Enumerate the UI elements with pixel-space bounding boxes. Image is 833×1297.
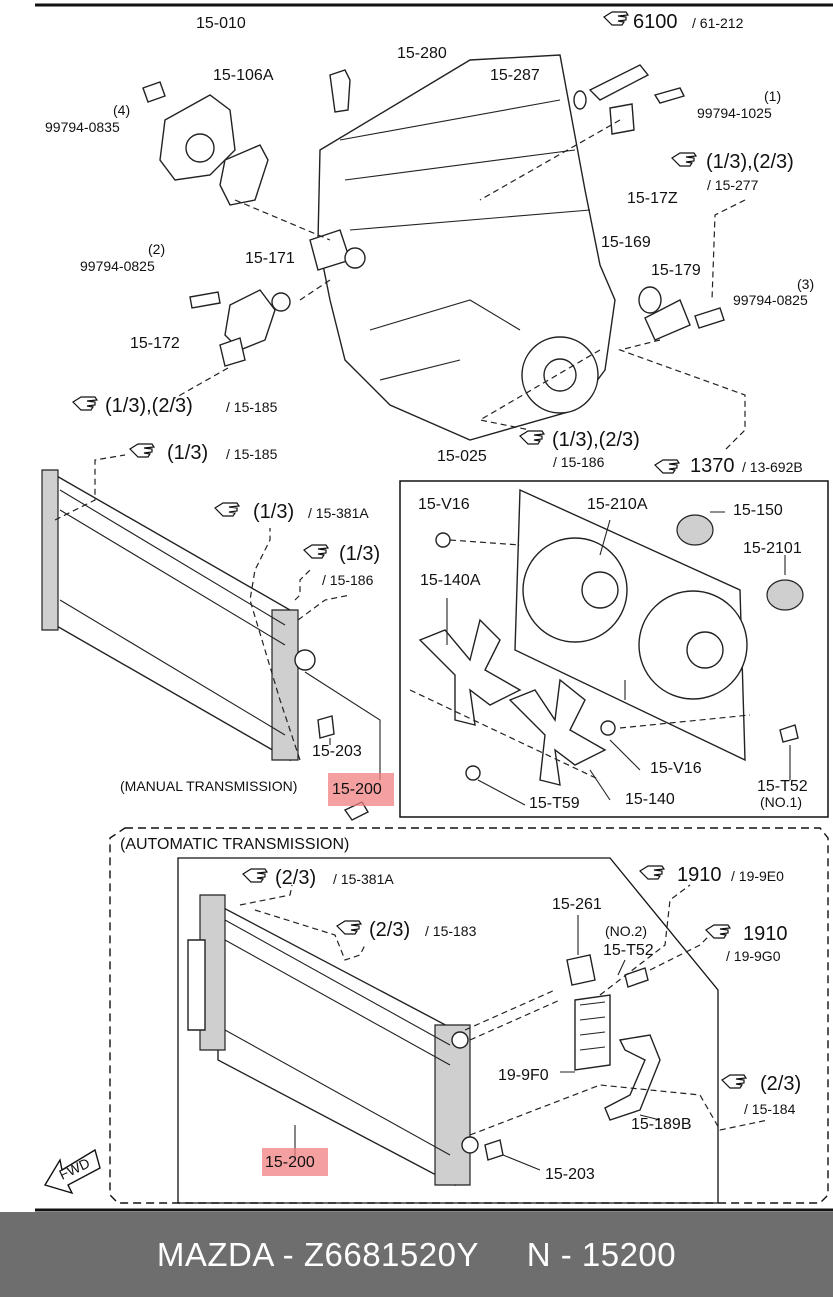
ref-1370: 1370 — [690, 455, 735, 477]
label-15-t52-m: 15-T52 — [757, 778, 808, 795]
label-15-179: 15-179 — [651, 262, 701, 279]
pump-gasket — [219, 144, 269, 206]
label-15-172: 15-172 — [130, 335, 180, 352]
label-15-v16-a: 15-V16 — [418, 496, 470, 513]
label-15-140: 15-140 — [625, 791, 675, 808]
label-15-140a: 15-140A — [420, 572, 481, 589]
ref-6100: 6100 — [633, 11, 678, 33]
fan-box — [399, 480, 829, 818]
label-no1: (NO.1) — [760, 794, 802, 810]
ref-15-381a-a-sub: / 15-381A — [333, 871, 394, 887]
label-15-171: 15-171 — [245, 250, 295, 267]
ref-15-184-sub: / 15-184 — [744, 1101, 796, 1117]
radiator-manual — [41, 469, 316, 762]
thermostat — [638, 286, 725, 341]
bolt-1-code: 99794-1025 — [697, 105, 772, 121]
water-pump — [142, 81, 236, 181]
ref-1370-sub: / 13-692B — [742, 459, 803, 475]
label-15-025: 15-025 — [437, 448, 487, 465]
label-15-150: 15-150 — [733, 502, 783, 519]
ref-15-183-sub: / 15-183 — [425, 923, 477, 939]
bypass-pipe — [573, 64, 686, 135]
label-15-189b: 15-189B — [631, 1116, 692, 1133]
fwd-arrow-icon — [43, 1148, 101, 1195]
label-15-2101: 15-2101 — [743, 540, 802, 557]
label-no2: (NO.2) — [605, 923, 647, 939]
fan-blade-2 — [508, 678, 607, 786]
hose-fitting — [566, 954, 596, 986]
ref-15-186-a-sub: / 15-186 — [553, 454, 605, 470]
ref-15-185-a: (1/3),(2/3) — [105, 395, 193, 417]
label-15-v16-b: 15-V16 — [650, 760, 702, 777]
bolt-1-num: (1) — [764, 88, 781, 104]
bolt-3-code: 99794-0825 — [733, 292, 808, 308]
bolt-2-code: 99794-0825 — [80, 258, 155, 274]
ref-15-185-a-sub: / 15-185 — [226, 399, 278, 415]
ref-15-381a-m: (1/3) — [253, 501, 294, 523]
drain-bolt-manual — [317, 715, 335, 739]
ref-15-186-a: (1/3),(2/3) — [552, 429, 640, 451]
ref-15-184: (2/3) — [760, 1073, 801, 1095]
fan-shroud — [514, 488, 748, 762]
label-15-200-a: 15-200 — [265, 1154, 315, 1171]
ref-15-381a-m-sub: / 15-381A — [308, 505, 369, 521]
oil-cooler — [574, 994, 611, 1071]
label-manual: (MANUAL TRANSMISSION) — [120, 778, 297, 794]
label-15-169: 15-169 — [601, 234, 651, 251]
ref-15-185-b: (1/3) — [167, 442, 208, 464]
label-15-287: 15-287 — [490, 67, 540, 84]
label-15-010: 15-010 — [196, 15, 246, 32]
bolt-4-num: (4) — [113, 102, 130, 118]
label-15-17z: 15-17Z — [627, 190, 678, 207]
label-15-106a: 15-106A — [213, 67, 274, 84]
cooler-hose — [604, 1034, 661, 1121]
label-15-210a: 15-210A — [587, 496, 648, 513]
highlight-15-200-auto — [262, 1148, 328, 1176]
engine-block — [309, 54, 616, 441]
fan-blade-1 — [418, 618, 522, 726]
fan-motor-1 — [676, 514, 714, 546]
label-15-200-m: 15-200 — [332, 781, 382, 798]
label-15-t59: 15-T59 — [529, 795, 580, 812]
ref-15-185-b-sub: / 15-185 — [226, 446, 278, 462]
label-15-280: 15-280 — [397, 45, 447, 62]
ref-1910-b-sub: / 19-9G0 — [726, 948, 781, 964]
label-15-203-m: 15-203 — [312, 743, 362, 760]
footer-bar: MAZDA - Z6681520Y N - 15200 — [0, 1212, 833, 1297]
ref-1910-a-sub: / 19-9E0 — [731, 868, 784, 884]
label-automatic: (AUTOMATIC TRANSMISSION) — [120, 836, 349, 853]
ref-15-277-sub: / 15-277 — [707, 177, 759, 193]
water-outlet — [189, 289, 291, 367]
part-number-caption: MAZDA - Z6681520Y N - 15200 — [156, 1235, 677, 1273]
ref-15-186-b-sub: / 15-186 — [322, 572, 374, 588]
ref-1910-b: 1910 — [743, 923, 788, 945]
ref-6100-sub: / 61-212 — [692, 15, 744, 31]
parts-diagram: 15-010 15-106A 15-280 15-287 6100 / 61-2… — [35, 3, 833, 1212]
ref-1910-a: 1910 — [677, 864, 722, 886]
bolt-4-code: 99794-0835 — [45, 119, 120, 135]
ref-15-277: (1/3),(2/3) — [706, 151, 794, 173]
label-15-t52-a: 15-T52 — [603, 942, 654, 959]
fan-motor-2 — [766, 579, 804, 611]
ref-15-186-b: (1/3) — [339, 543, 380, 565]
ref-15-381a-a: (2/3) — [275, 867, 316, 889]
radiator-automatic — [187, 894, 479, 1187]
bolt-2-num: (2) — [148, 241, 165, 257]
bolt-3-num: (3) — [797, 276, 814, 292]
callouts: 15-010 15-106A 15-280 15-287 6100 / 61-2… — [45, 11, 814, 1183]
auto-inner-box — [177, 857, 719, 1204]
highlight-15-200-manual — [328, 773, 394, 806]
ref-15-183: (2/3) — [369, 919, 410, 941]
label-19-9f0: 19-9F0 — [498, 1067, 549, 1084]
label-15-203-a: 15-203 — [545, 1166, 595, 1183]
label-15-261: 15-261 — [552, 896, 602, 913]
